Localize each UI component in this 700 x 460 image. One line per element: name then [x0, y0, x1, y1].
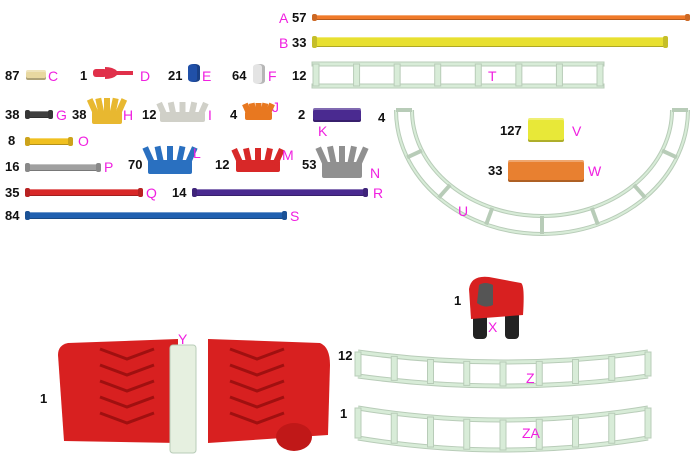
- part-letter-p: P: [104, 159, 114, 175]
- part-l-connector: [142, 145, 198, 174]
- part-letter-o: O: [78, 133, 89, 149]
- part-count-x: 1: [454, 293, 462, 308]
- part-i-connector: [156, 101, 209, 122]
- part-u-half-circle-track: [394, 108, 690, 236]
- part-count-a: 57: [292, 10, 307, 25]
- part-count-n: 53: [302, 157, 317, 172]
- part-letter-r: R: [373, 185, 384, 201]
- part-o-rod: [25, 138, 73, 145]
- part-count-h: 38: [72, 107, 87, 122]
- part-letter-z: Z: [526, 370, 535, 386]
- part-count-m: 12: [215, 157, 230, 172]
- part-letter-w: W: [588, 163, 602, 179]
- part-count-e: 21: [168, 68, 183, 83]
- part-f-cylinder: [253, 64, 265, 84]
- part-letter-l: L: [193, 145, 201, 161]
- part-letter-q: Q: [146, 185, 157, 201]
- part-h-connector: [86, 97, 128, 124]
- part-letter-t: T: [488, 68, 497, 84]
- part-n-connector: [315, 145, 369, 178]
- part-letter-x: X: [488, 319, 498, 335]
- part-count-f: 64: [232, 68, 247, 83]
- part-letter-i: I: [208, 107, 212, 123]
- part-w-block: [508, 160, 584, 182]
- part-count-k: 2: [298, 107, 306, 122]
- part-letter-m: M: [282, 147, 294, 163]
- part-count-p: 16: [5, 159, 20, 174]
- part-count-l: 70: [128, 157, 143, 172]
- part-letter-za: ZA: [522, 425, 540, 441]
- part-letter-s: S: [290, 208, 300, 224]
- part-e-cylinder: [188, 64, 200, 82]
- part-count-u: 4: [378, 110, 386, 125]
- part-count-z: 12: [338, 348, 353, 363]
- part-letter-n: N: [370, 165, 381, 181]
- part-count-t: 12: [292, 68, 307, 83]
- part-z-curved-track: [354, 349, 652, 389]
- part-count-w: 33: [488, 163, 503, 178]
- part-count-r: 14: [172, 185, 187, 200]
- part-count-q: 35: [5, 185, 20, 200]
- part-letter-f: F: [268, 68, 277, 84]
- part-q-rod: [25, 189, 143, 196]
- part-count-y: 1: [40, 391, 48, 406]
- part-letter-e: E: [202, 68, 212, 84]
- part-count-c: 87: [5, 68, 20, 83]
- part-m-connector: [231, 147, 285, 172]
- part-d-spacer: [93, 67, 133, 79]
- part-j-connector: [242, 102, 275, 120]
- part-t-straight-track: [311, 61, 605, 89]
- part-p-rod: [25, 164, 101, 171]
- part-count-d: 1: [80, 68, 88, 83]
- part-count-i: 12: [142, 107, 157, 122]
- part-letter-b: B: [279, 35, 289, 51]
- part-x-car: [469, 276, 524, 339]
- part-letter-a: A: [279, 10, 289, 26]
- part-a-rod: [312, 15, 690, 20]
- part-y-engine-body: [58, 339, 330, 454]
- part-letter-j: J: [272, 99, 279, 115]
- part-k-block: [313, 108, 361, 122]
- part-b-rod: [312, 37, 668, 47]
- part-c-small-connector: [26, 70, 46, 80]
- part-count-v: 127: [500, 123, 522, 138]
- part-za-curved-track: [354, 405, 652, 453]
- part-v-block: [528, 118, 564, 142]
- part-count-za: 1: [340, 406, 348, 421]
- part-count-g: 38: [5, 107, 20, 122]
- part-letter-c: C: [48, 68, 59, 84]
- part-s-rod: [25, 212, 287, 219]
- part-g-rod: [25, 111, 53, 118]
- part-letter-v: V: [572, 123, 582, 139]
- part-count-s: 84: [5, 208, 20, 223]
- part-count-b: 33: [292, 35, 307, 50]
- part-letter-y: Y: [178, 331, 188, 347]
- part-count-j: 4: [230, 107, 238, 122]
- part-letter-h: H: [123, 107, 134, 123]
- part-letter-d: D: [140, 68, 151, 84]
- part-letter-u: U: [458, 203, 469, 219]
- part-count-o: 8: [8, 133, 16, 148]
- part-letter-g: G: [56, 107, 67, 123]
- part-r-rod: [192, 189, 368, 196]
- part-letter-k: K: [318, 123, 328, 139]
